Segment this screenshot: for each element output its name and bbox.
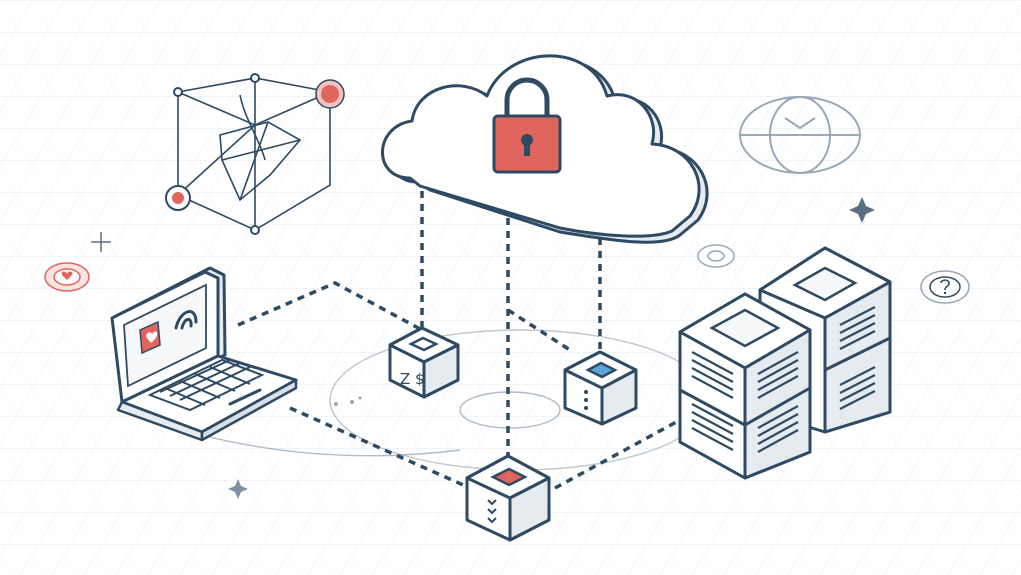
secure-cloud <box>381 54 709 244</box>
wifi-signal-icon <box>174 310 198 330</box>
server-rack-icon <box>678 246 892 480</box>
isometric-cube-left: Z $ <box>388 326 460 399</box>
red-node-icon <box>165 185 191 211</box>
question-badge-icon <box>920 270 970 304</box>
connection-lines <box>237 178 681 490</box>
globe-ring-icon <box>739 96 861 174</box>
laptop-touchpad <box>228 388 262 406</box>
wifi-signal-inner-icon <box>180 318 193 330</box>
floor-ring-small <box>459 391 561 429</box>
vertex-dot <box>173 87 183 97</box>
laptop-display <box>123 283 207 388</box>
laptop-icon <box>110 266 298 442</box>
link-laptop-node-bottom <box>289 406 471 490</box>
padlock-icon <box>492 77 562 174</box>
vertex-dot <box>250 73 260 83</box>
link-laptop-node-left <box>237 281 423 332</box>
heart-badge-icon <box>44 262 90 292</box>
server-rack-front <box>678 292 812 480</box>
vertex-dot <box>250 225 260 235</box>
crosshair-spark-icon <box>91 232 111 252</box>
heart-app-icon <box>139 320 161 355</box>
isometric-cube-right <box>563 350 638 426</box>
isometric-cube-bottom <box>465 454 551 542</box>
floor-marks <box>334 396 362 406</box>
red-node-icon <box>315 79 345 109</box>
laptop-keyboard <box>147 358 265 412</box>
laptop-base-side <box>200 378 298 442</box>
sparkle-icon <box>849 197 875 223</box>
ring-node-icon <box>697 244 735 268</box>
node-glyph-label: Z $ <box>400 370 425 388</box>
link-node-bottom-server <box>554 418 681 490</box>
sparkle-icon <box>228 479 248 499</box>
